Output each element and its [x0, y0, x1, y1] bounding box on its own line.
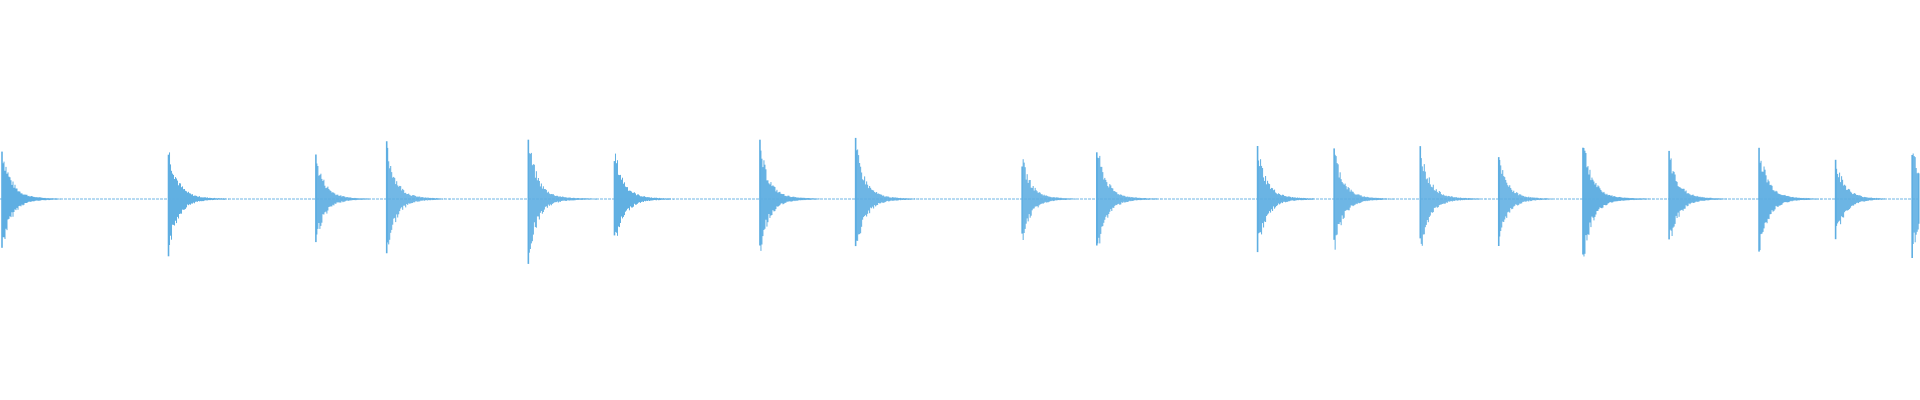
waveform-transient [759, 139, 820, 251]
waveform-transient [1096, 152, 1162, 246]
waveform-transient [1256, 146, 1315, 253]
waveform-transient [1668, 150, 1727, 240]
waveform-transient [1758, 147, 1822, 252]
waveform-transient [1419, 146, 1486, 246]
waveform-transient [1497, 157, 1553, 246]
waveform-transient [1834, 159, 1886, 240]
waveform-transient [1333, 148, 1394, 250]
waveform-transient [1911, 153, 1920, 258]
waveform-transient [315, 154, 370, 243]
waveform-transient [527, 139, 597, 264]
waveform-transient [854, 137, 920, 247]
waveform-transient [613, 153, 674, 236]
waveform-transient [167, 152, 230, 257]
waveform-transient [1, 151, 61, 248]
waveform-transient [1582, 147, 1654, 257]
waveform-transient [385, 141, 451, 254]
waveform-transient [1021, 159, 1076, 240]
